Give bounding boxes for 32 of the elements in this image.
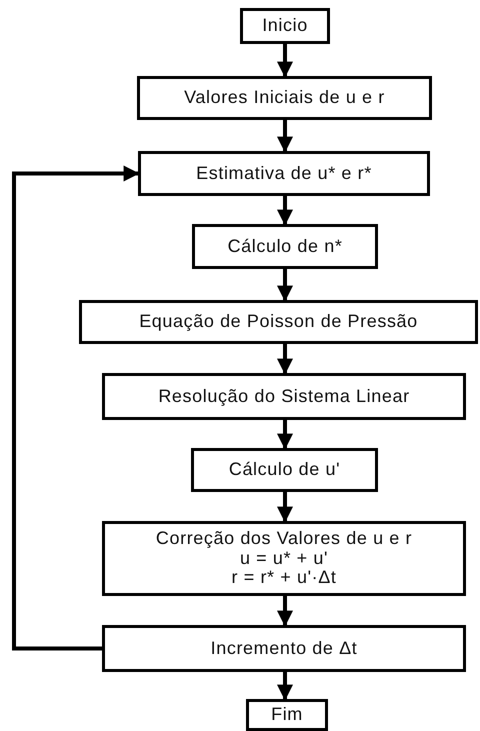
box-label: Cálculo de n* bbox=[228, 236, 342, 256]
box-label: Incremento de Δt bbox=[210, 638, 358, 658]
process-box bbox=[102, 625, 466, 672]
arrow bbox=[277, 120, 293, 153]
process-box bbox=[240, 8, 330, 44]
arrow bbox=[277, 196, 293, 226]
arrow bbox=[277, 672, 293, 701]
box-label: Fim bbox=[271, 705, 303, 725]
process-box bbox=[79, 300, 478, 344]
process-box bbox=[191, 448, 378, 492]
arrow bbox=[277, 44, 293, 78]
box-label: Estimativa de u* e r* bbox=[196, 164, 372, 184]
process-box bbox=[138, 151, 430, 196]
formula-text: u = u* + u' bbox=[240, 548, 328, 568]
box-label: Valores Iniciais de u e r bbox=[184, 88, 385, 108]
box-label: Resolução do Sistema Linear bbox=[158, 386, 410, 406]
arrow bbox=[277, 420, 293, 450]
arrow bbox=[277, 596, 293, 627]
box-label: Cálculo de u' bbox=[228, 460, 340, 480]
formula-text: r = r* + u'·Δt bbox=[232, 568, 336, 588]
box-label: Equação de Poisson de Pressão bbox=[139, 312, 418, 332]
arrow bbox=[12, 166, 140, 650]
process-box bbox=[192, 224, 378, 269]
process-box bbox=[102, 373, 466, 420]
arrow bbox=[277, 344, 293, 375]
process-box bbox=[102, 521, 466, 596]
process-box bbox=[246, 699, 328, 731]
process-box bbox=[137, 76, 432, 120]
box-label: Inicio bbox=[262, 16, 308, 36]
box-label: Correção dos Valores de u e r bbox=[156, 528, 412, 549]
arrow bbox=[277, 492, 293, 523]
arrow bbox=[277, 269, 293, 302]
